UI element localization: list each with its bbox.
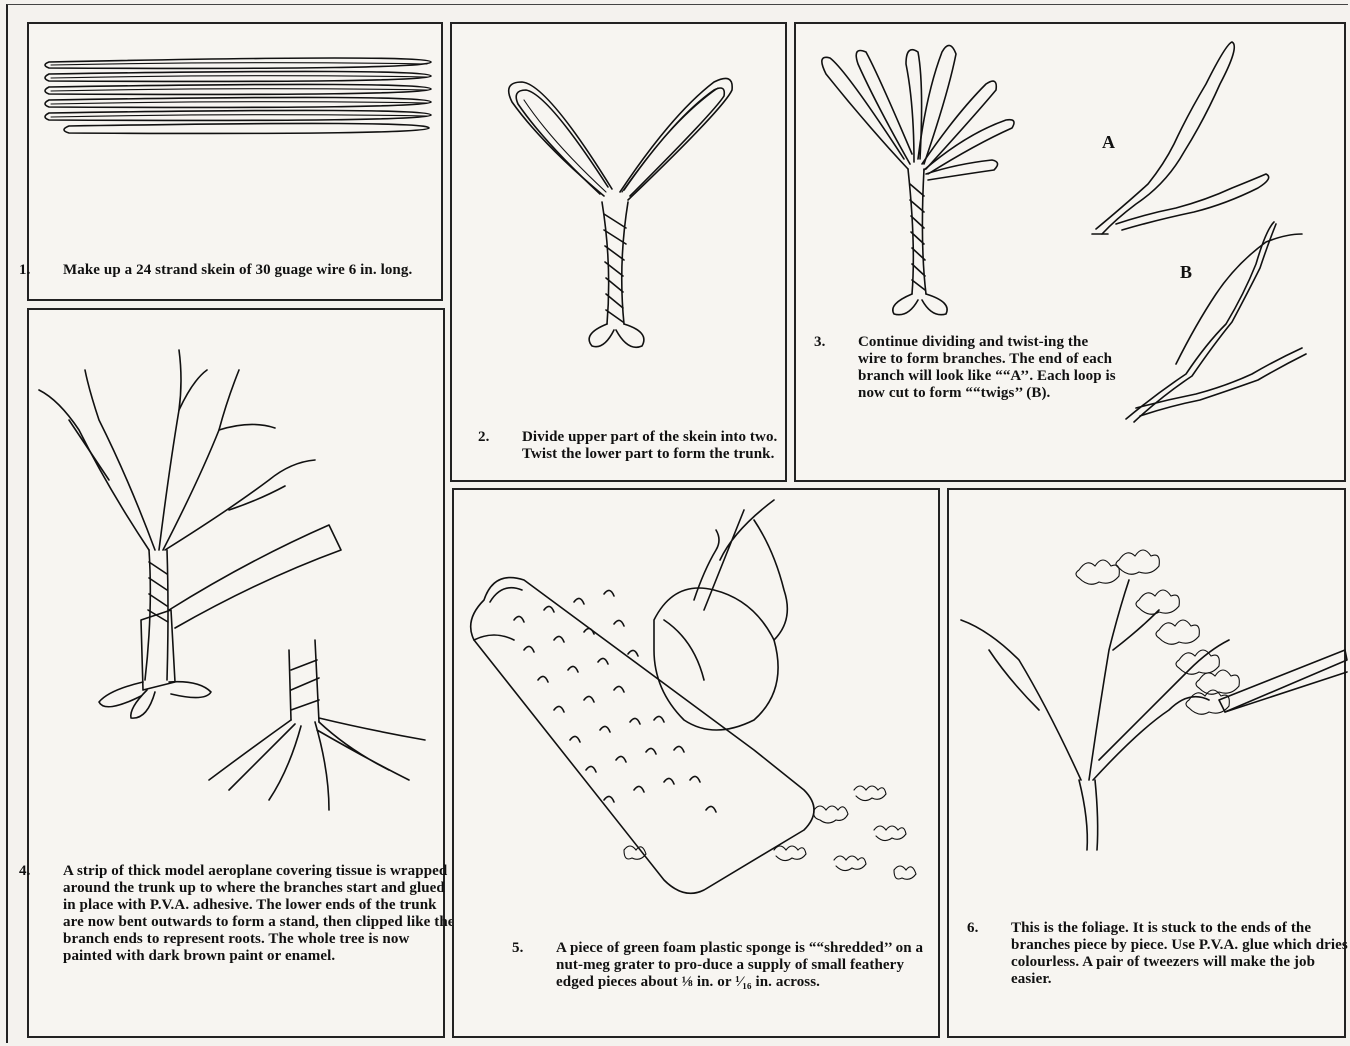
caption-2: 2.Divide upper part of the skein into tw…: [500, 429, 806, 463]
caption-3-text: Continue dividing and twist-ing the wire…: [858, 334, 1116, 401]
caption-3-number: 3.: [836, 334, 858, 351]
caption-2-number: 2.: [500, 429, 522, 446]
panel-5: 5.A piece of green foam plastic sponge i…: [452, 488, 940, 1038]
caption-1-number: 1.: [41, 262, 63, 279]
caption-1-text: Make up a 24 strand skein of 30 guage wi…: [63, 262, 412, 278]
caption-4-text: A strip of thick model aeroplane coverin…: [63, 863, 455, 964]
caption-5: 5.A piece of green foam plastic sponge i…: [534, 940, 932, 991]
foliage-tree-illustration: [949, 490, 1348, 910]
caption-6-number: 6.: [989, 920, 1011, 937]
panel-1: 1.Make up a 24 strand skein of 30 guage …: [27, 22, 443, 301]
branching-tree-illustration: [796, 24, 1348, 484]
caption-2-text: Divide upper part of the skein into two.…: [522, 429, 777, 462]
panel-6: 6.This is the foliage. It is stuck to th…: [947, 488, 1346, 1038]
caption-5-number: 5.: [534, 940, 556, 957]
caption-5-text: A piece of green foam plastic sponge is …: [556, 940, 923, 990]
caption-6-text: This is the foliage. It is stuck to the …: [1011, 920, 1348, 987]
grater-sponge-illustration: [454, 490, 942, 910]
label-b: B: [1180, 262, 1192, 283]
caption-6: 6.This is the foliage. It is stuck to th…: [989, 920, 1350, 988]
panel-3: A B 3.Continue dividing and twist-ing th…: [794, 22, 1346, 482]
panel-2: 2.Divide upper part of the skein into tw…: [450, 22, 787, 482]
wrapped-tree-illustration: [29, 310, 447, 870]
label-a: A: [1102, 132, 1115, 153]
divided-skein-illustration: [452, 24, 789, 424]
caption-1: 1.Make up a 24 strand skein of 30 guage …: [41, 262, 455, 279]
caption-4-number: 4.: [41, 863, 63, 880]
caption-3: 3.Continue dividing and twist-ing the wi…: [836, 334, 1120, 402]
caption-4: 4.A strip of thick model aeroplane cover…: [41, 863, 455, 965]
panel-4: 4.A strip of thick model aeroplane cover…: [27, 308, 445, 1038]
